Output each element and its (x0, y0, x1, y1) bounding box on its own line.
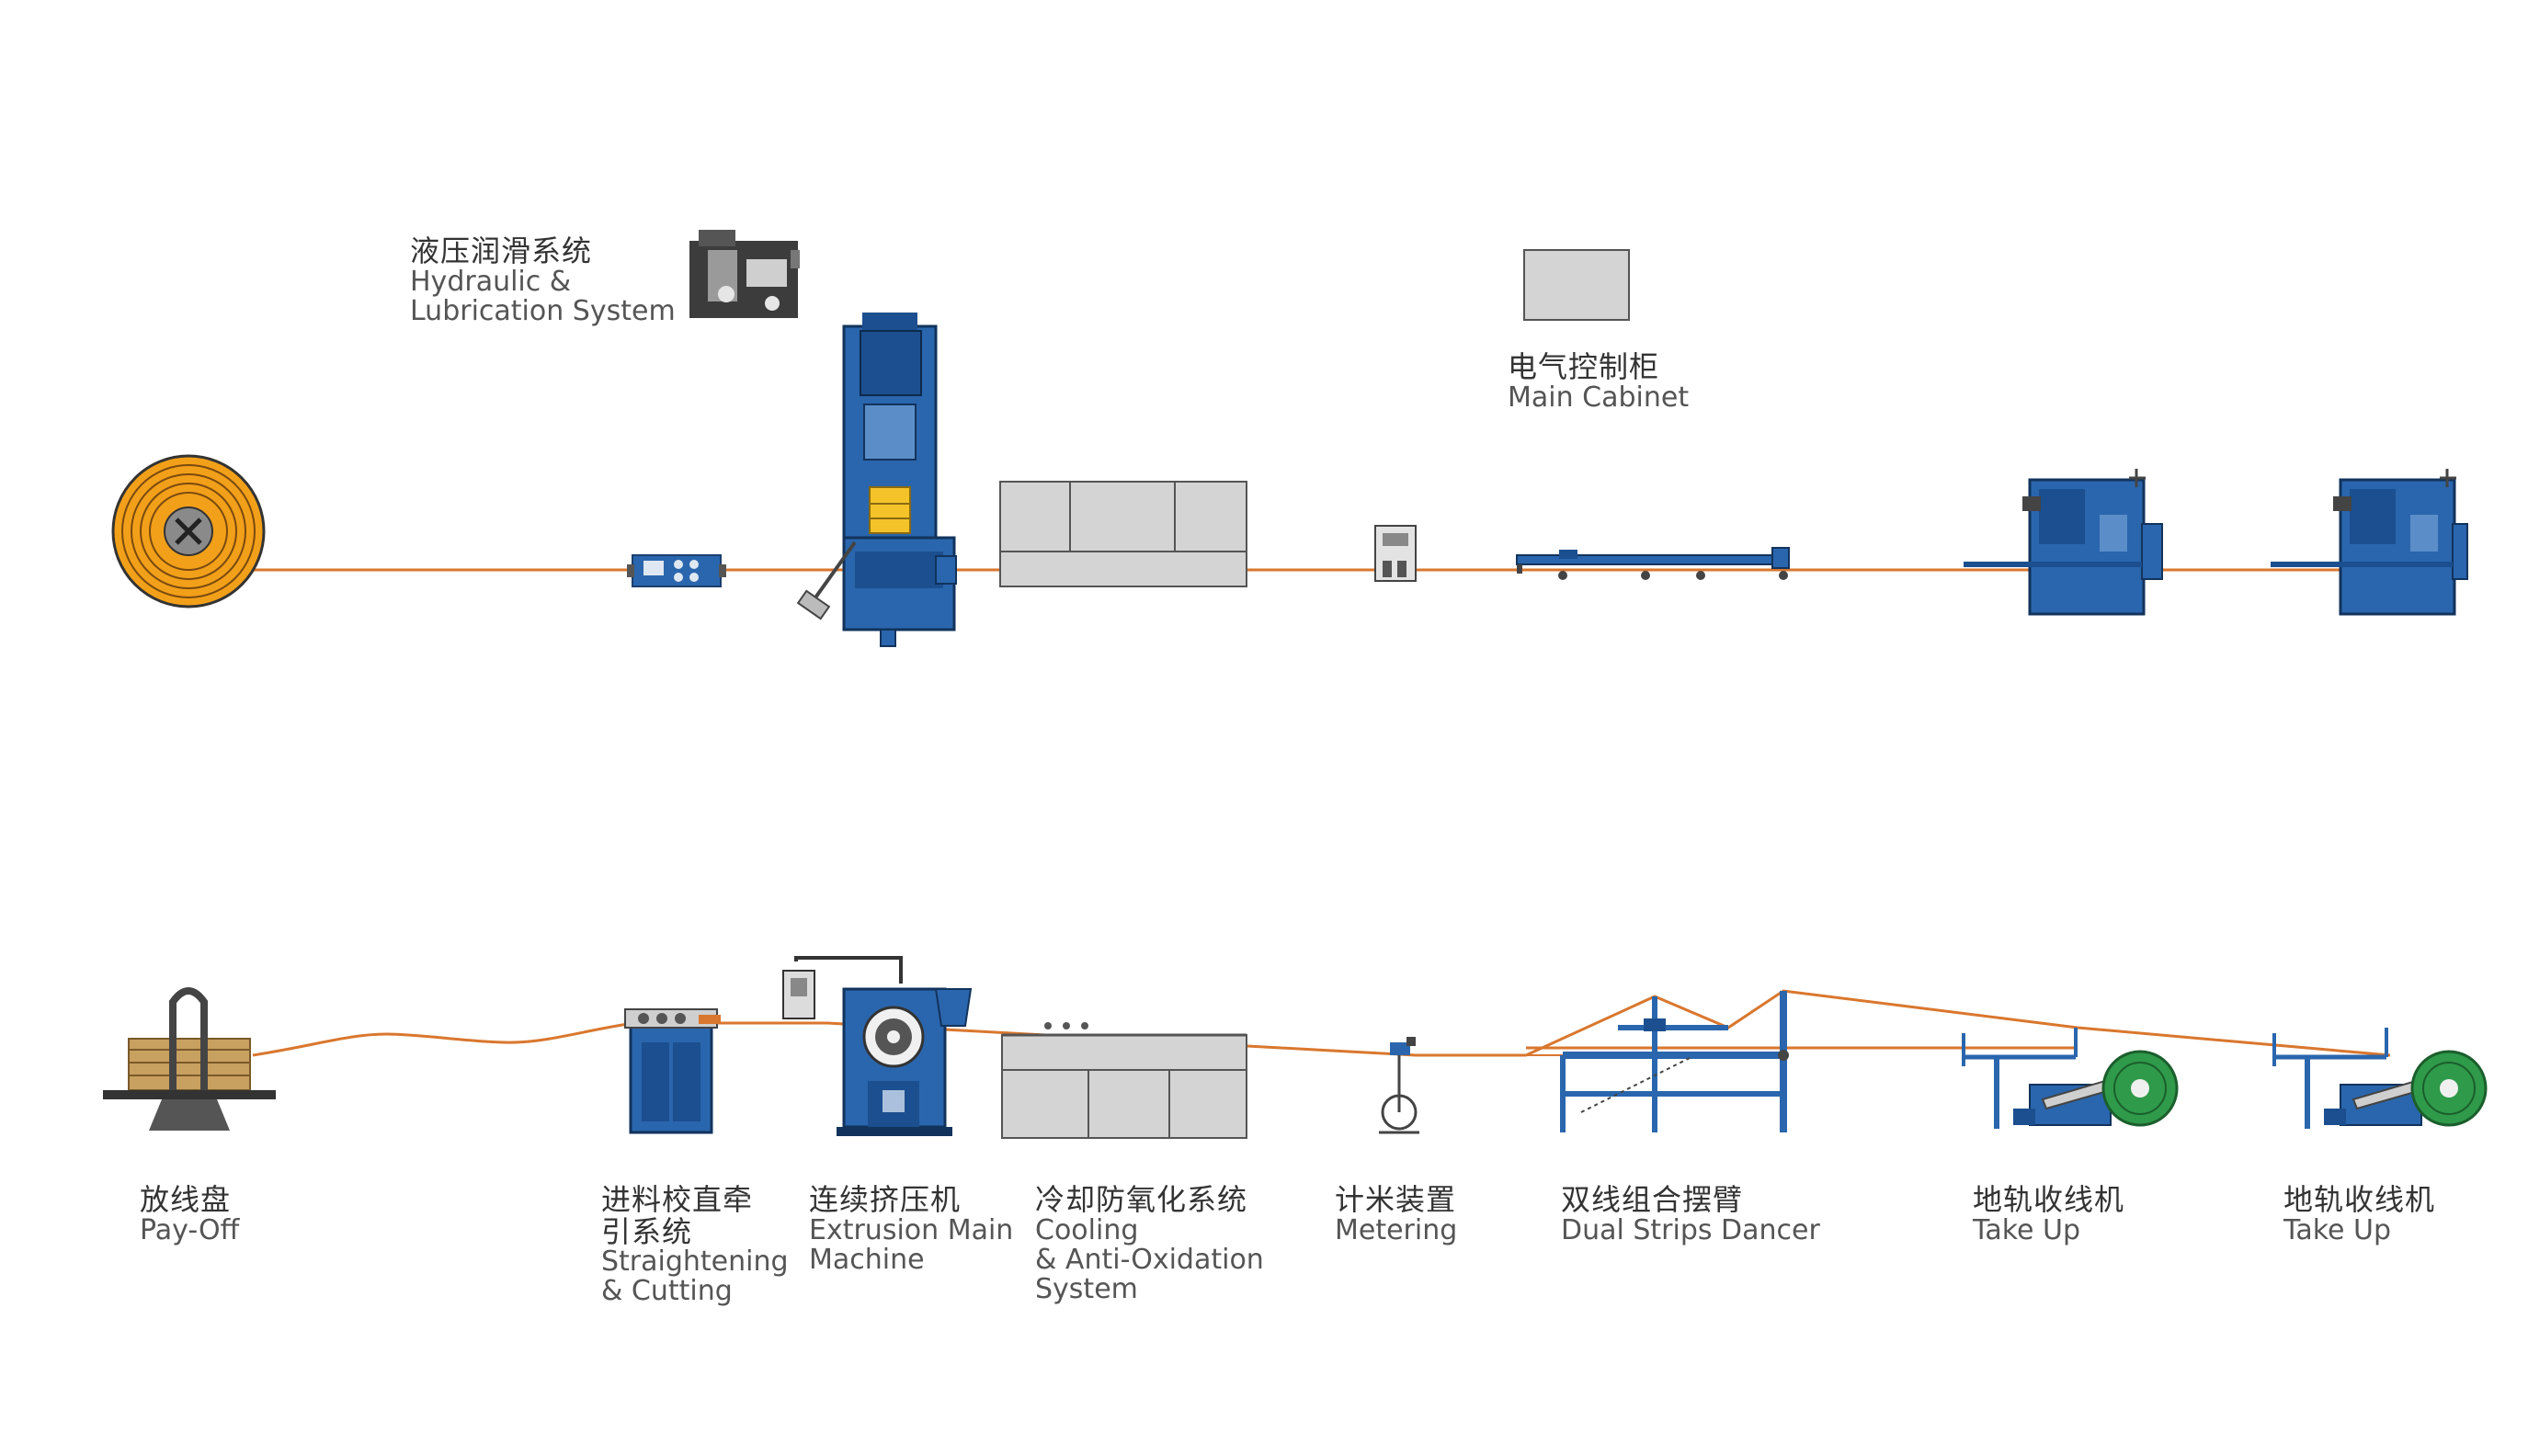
label-takeup-1-cn: 地轨收线机 (1973, 1182, 2125, 1217)
payoff-coil-top (111, 454, 266, 609)
label-straightening: 进料校直牵 引系统 Straightening & Cutting (601, 1184, 789, 1307)
main-cabinet-icon (1523, 249, 1630, 321)
label-extrusion-en2: Machine (809, 1243, 925, 1276)
label-cooling: 冷却防氧化系统 Cooling & Anti-Oxidation System (1035, 1184, 1264, 1305)
takeup-unit-top-2 (2271, 469, 2468, 616)
metering-unit-top (1374, 525, 1417, 582)
wire-line-bottom (252, 989, 2391, 1057)
cooling-trough-side (1001, 1022, 1247, 1139)
takeup-unit-side-1 (1962, 1028, 2179, 1129)
takeup-unit-top-1 (1964, 469, 2163, 616)
label-cooling-en1: Cooling (1035, 1213, 1139, 1246)
label-dancer-en: Dual Strips Dancer (1561, 1213, 1820, 1246)
label-takeup-2-en: Take Up (2283, 1213, 2392, 1246)
extrusion-machine-side (782, 956, 973, 1136)
label-takeup-2-cn: 地轨收线机 (2283, 1182, 2436, 1217)
label-hydraulic-en2: Lubrication System (410, 294, 676, 327)
label-cooling-en3: System (1035, 1273, 1138, 1306)
label-takeup-1-en: Take Up (1973, 1213, 2081, 1246)
label-payoff-en: Pay-Off (140, 1213, 240, 1246)
label-straightening-cn2: 引系统 (601, 1213, 693, 1249)
label-cabinet-en1: Main Cabinet (1508, 381, 1690, 414)
label-extrusion: 连续挤压机 Extrusion Main Machine (809, 1184, 1013, 1275)
label-hydraulic-en1: Hydraulic & (410, 265, 572, 298)
payoff-stand-side (103, 987, 276, 1131)
label-hydraulic-cn: 液压润滑系统 (410, 233, 593, 268)
straightening-unit-side (624, 1008, 721, 1134)
label-takeup-2: 地轨收线机 Take Up (2283, 1184, 2435, 1246)
label-metering-en: Metering (1335, 1213, 1458, 1246)
metering-unit-side (1379, 1037, 1419, 1134)
label-takeup-1: 地轨收线机 Take Up (1973, 1184, 2124, 1246)
label-payoff-cn: 放线盘 (140, 1182, 232, 1217)
label-straightening-cn1: 进料校直牵 (601, 1182, 754, 1217)
label-extrusion-cn: 连续挤压机 (809, 1182, 962, 1217)
hydraulic-unit-icon (689, 230, 800, 318)
label-dancer-cn: 双线组合摆臂 (1561, 1182, 1744, 1217)
cooling-trough-top (999, 481, 1247, 587)
straightening-unit-top (627, 554, 726, 587)
label-straightening-en2: & Cutting (601, 1275, 733, 1308)
label-dancer: 双线组合摆臂 Dual Strips Dancer (1561, 1184, 1820, 1246)
label-metering-cn: 计米装置 (1335, 1182, 1457, 1217)
label-cabinet-cn: 电气控制柜 (1508, 349, 1660, 384)
label-extrusion-en1: Extrusion Main (809, 1213, 1014, 1246)
label-straightening-en1: Straightening (601, 1246, 789, 1279)
label-cooling-en2: & Anti-Oxidation (1035, 1243, 1264, 1276)
label-cabinet: 电气控制柜 Main Cabinet (1508, 351, 1689, 413)
label-metering: 计米装置 Metering (1335, 1184, 1457, 1246)
takeup-unit-side-2 (2272, 1028, 2488, 1129)
dancer-unit-side (1560, 991, 1789, 1132)
extrusion-machine-top (796, 313, 957, 647)
label-payoff: 放线盘 Pay-Off (140, 1184, 239, 1246)
dancer-unit-top (1516, 547, 1790, 580)
label-hydraulic: 液压润滑系统 Hydraulic & Lubrication System (410, 235, 676, 326)
label-cooling-cn: 冷却防氧化系统 (1035, 1182, 1248, 1217)
